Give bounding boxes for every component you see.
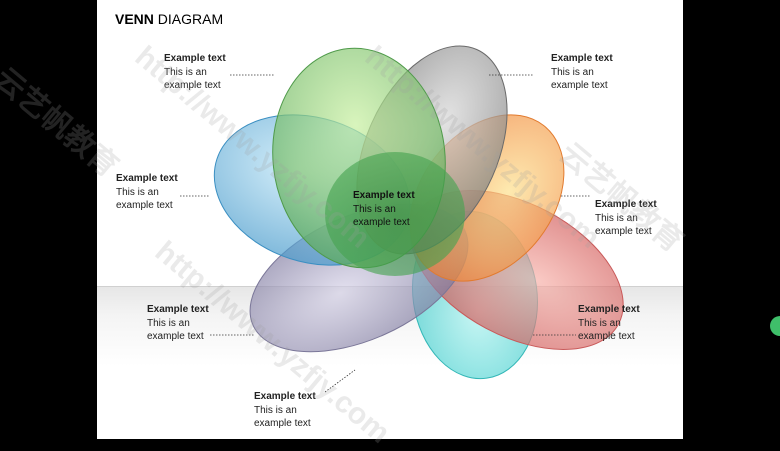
slide-nav-button[interactable] xyxy=(770,316,780,336)
label-low-right: Example text This is an example text xyxy=(578,304,640,342)
right-black-margin xyxy=(683,0,780,439)
label-top-right: Example text This is an example text xyxy=(551,53,613,91)
label-bottom: Example text This is an example text xyxy=(254,391,316,429)
connector-bottom xyxy=(324,369,356,393)
label-mid-right: Example text This is an example text xyxy=(595,199,657,237)
venn-diagram xyxy=(180,45,624,393)
center-overlap xyxy=(325,152,465,276)
left-black-margin xyxy=(0,0,97,439)
label-top-left: Example text This is an example text xyxy=(164,53,226,91)
label-low-left: Example text This is an example text xyxy=(147,304,209,342)
slide-canvas: VENN DIAGRAM Example text This is an exa… xyxy=(97,0,683,439)
label-center: Example text This is an example text xyxy=(353,190,415,228)
label-mid-left: Example text This is an example text xyxy=(116,173,178,211)
page-title: VENN DIAGRAM xyxy=(115,11,224,27)
